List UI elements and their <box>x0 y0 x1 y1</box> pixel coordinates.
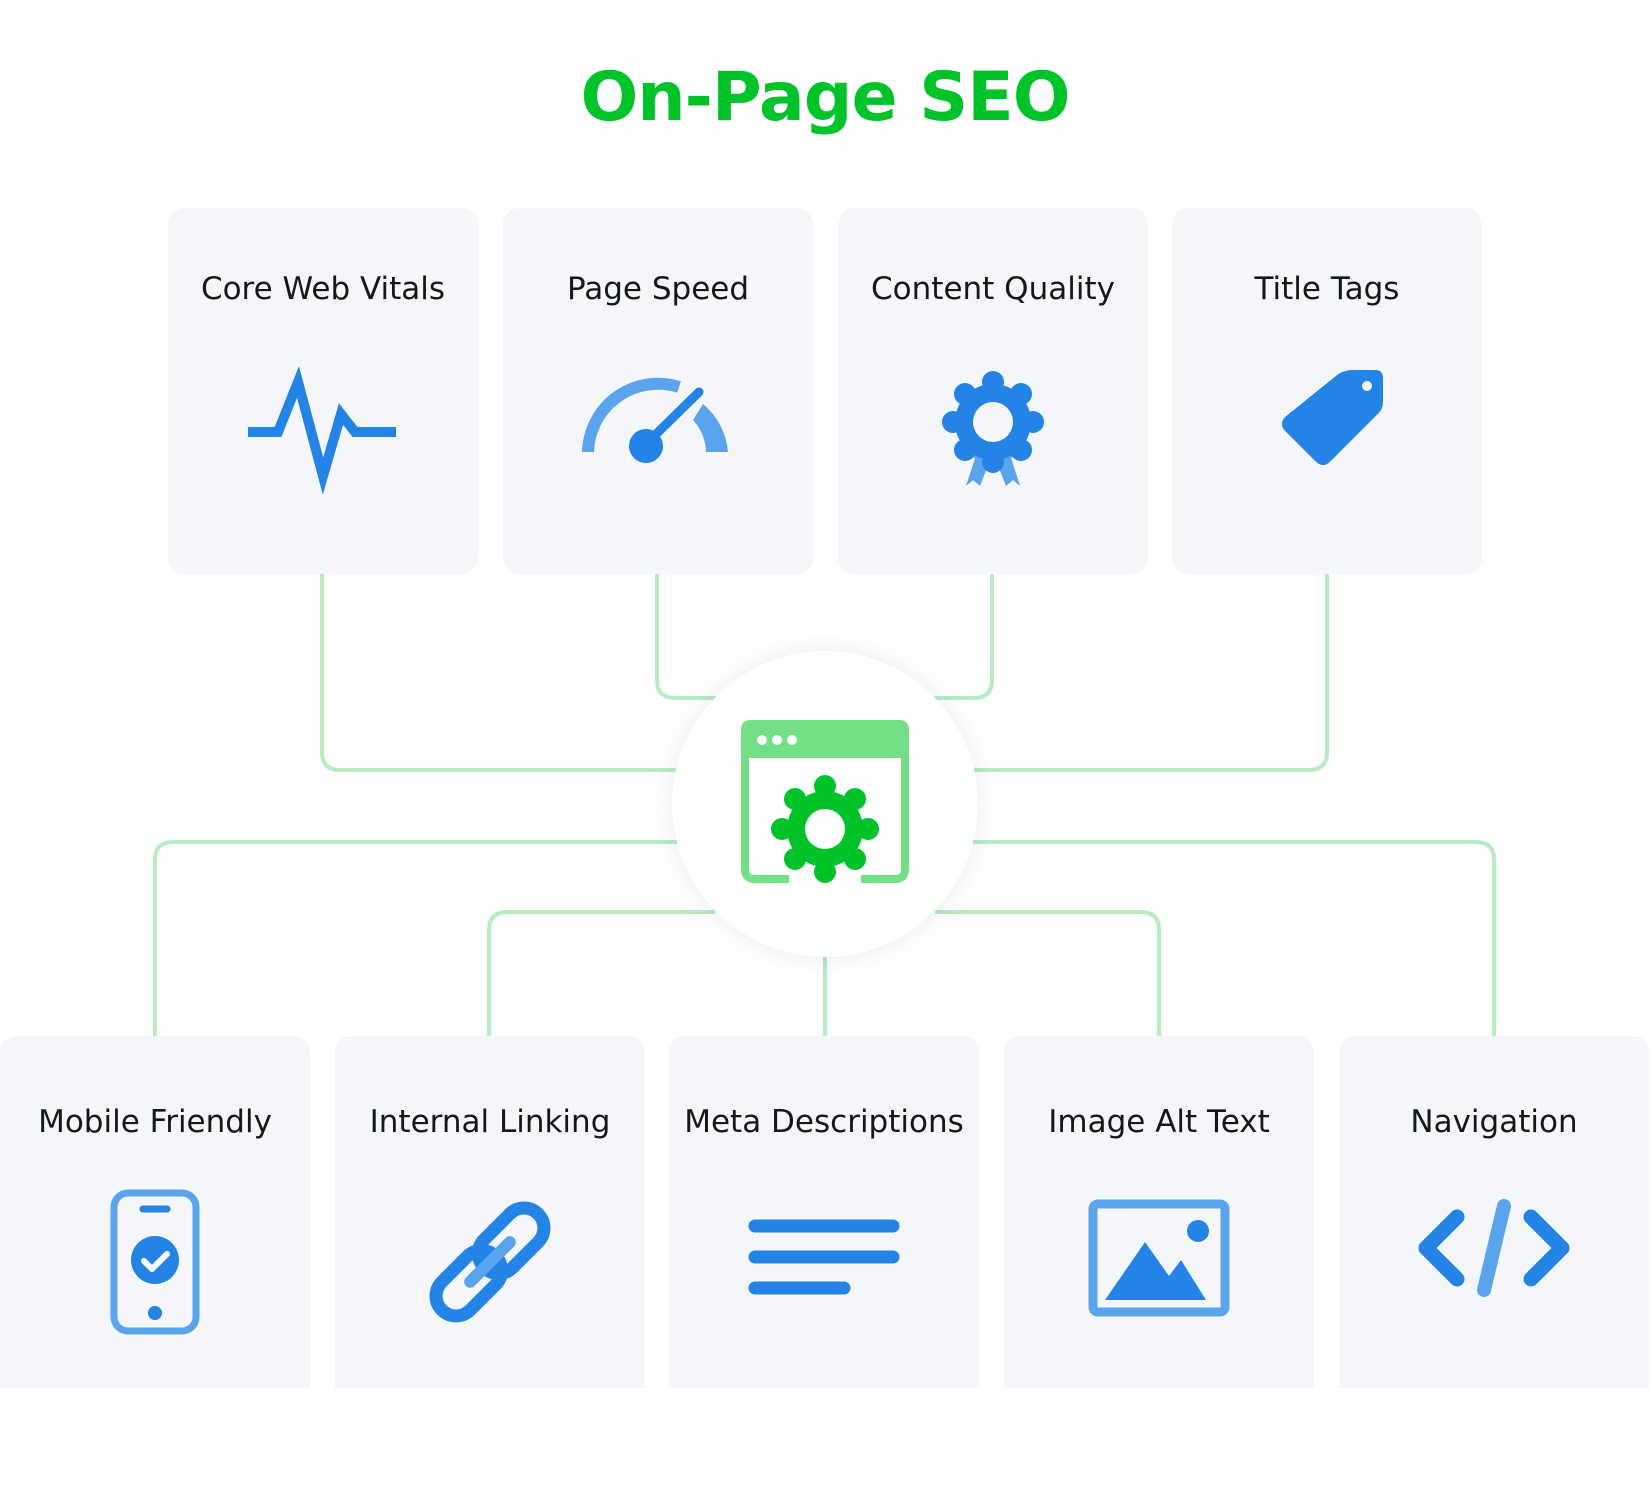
mobile-check-icon <box>75 1182 235 1342</box>
link-icon <box>410 1182 570 1342</box>
connector-core-web-vitals <box>320 574 700 772</box>
card-label: Navigation <box>1410 1104 1578 1140</box>
connector-image-alt-text <box>935 910 1161 1036</box>
diagram-title: On-Page SEO <box>580 58 1070 137</box>
text-lines-icon <box>744 1182 904 1342</box>
card-label: Page Speed <box>566 271 750 307</box>
card-page-speed: Page Speed <box>503 208 813 574</box>
speedometer-icon <box>578 358 738 518</box>
connector-internal-linking <box>487 910 715 1036</box>
connector-content-quality <box>930 574 994 700</box>
code-icon <box>1414 1182 1574 1342</box>
card-label: Core Web Vitals <box>200 271 446 307</box>
card-label: Content Quality <box>871 271 1115 307</box>
card-mobile-friendly: Mobile Friendly <box>0 1036 310 1388</box>
card-title-tags: Title Tags <box>1172 208 1482 574</box>
card-label: Title Tags <box>1254 271 1400 307</box>
card-label: Meta Descriptions <box>684 1104 964 1140</box>
card-label: Internal Linking <box>369 1104 611 1140</box>
connector-title-tags <box>950 574 1329 772</box>
card-navigation: Navigation <box>1339 1036 1649 1388</box>
card-label: Image Alt Text <box>1048 1104 1270 1140</box>
browser-gear-icon <box>741 720 909 883</box>
image-icon <box>1079 1182 1239 1342</box>
card-image-alt-text: Image Alt Text <box>1004 1036 1314 1388</box>
card-internal-linking: Internal Linking <box>335 1036 645 1388</box>
card-meta-descriptions: Meta Descriptions <box>669 1036 979 1388</box>
card-core-web-vitals: Core Web Vitals <box>168 208 478 574</box>
connector-page-speed <box>655 574 720 700</box>
award-badge-icon <box>913 358 1073 518</box>
connector-navigation <box>960 840 1496 1036</box>
connector-mobile-friendly <box>153 840 690 1036</box>
hub-circle <box>672 651 978 957</box>
card-label: Mobile Friendly <box>38 1104 272 1140</box>
tag-icon <box>1247 358 1407 518</box>
card-content-quality: Content Quality <box>838 208 1148 574</box>
heartbeat-pulse-icon <box>243 358 403 518</box>
